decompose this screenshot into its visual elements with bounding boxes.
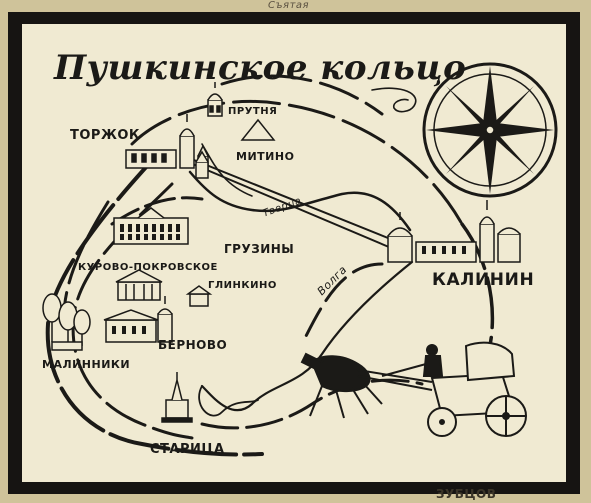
label-glinkino: ГЛИНКИНО xyxy=(208,280,277,291)
kalinin-icon xyxy=(387,200,521,263)
label-torzhok: ТОРЖОК xyxy=(70,128,141,143)
map-panel: Пушкинское кольцо ТОРЖОК ПРУТНЯ МИТИНО Г… xyxy=(22,24,566,482)
label-staritsa: СТАРИЦА xyxy=(150,442,225,457)
label-kalinin: КАЛИНИН xyxy=(432,270,535,290)
torzhok-icon xyxy=(125,114,209,171)
label-malinniki: МАЛИННИКИ xyxy=(42,358,131,371)
label-bernovo: БЕРНОВО xyxy=(158,338,228,352)
label-gruziny: ГРУЗИНЫ xyxy=(224,242,295,256)
glinkino-icon xyxy=(115,269,213,307)
edge-text-bottom: ЗУБЦОВ xyxy=(436,487,497,501)
staritsa-icon xyxy=(161,372,193,423)
label-prutnya: ПРУТНЯ xyxy=(228,106,278,117)
mitino-icon xyxy=(195,118,276,179)
bernovo-icon xyxy=(103,296,173,343)
horse-carriage-icon xyxy=(300,341,527,437)
edge-text-top: Съятая xyxy=(268,0,310,11)
label-kurovo-pokrovskoe: КУРОВО-ПОКРОВСКОЕ xyxy=(78,262,218,273)
route-drawing xyxy=(42,62,558,457)
malinniki-icon xyxy=(42,293,91,351)
prutnya-icon xyxy=(207,82,223,117)
kurovo-pokrovskoe-icon xyxy=(113,207,189,245)
map-title: Пушкинское кольцо xyxy=(54,48,467,88)
compass-rose-icon xyxy=(422,62,558,198)
label-mitino: МИТИНО xyxy=(236,150,295,163)
